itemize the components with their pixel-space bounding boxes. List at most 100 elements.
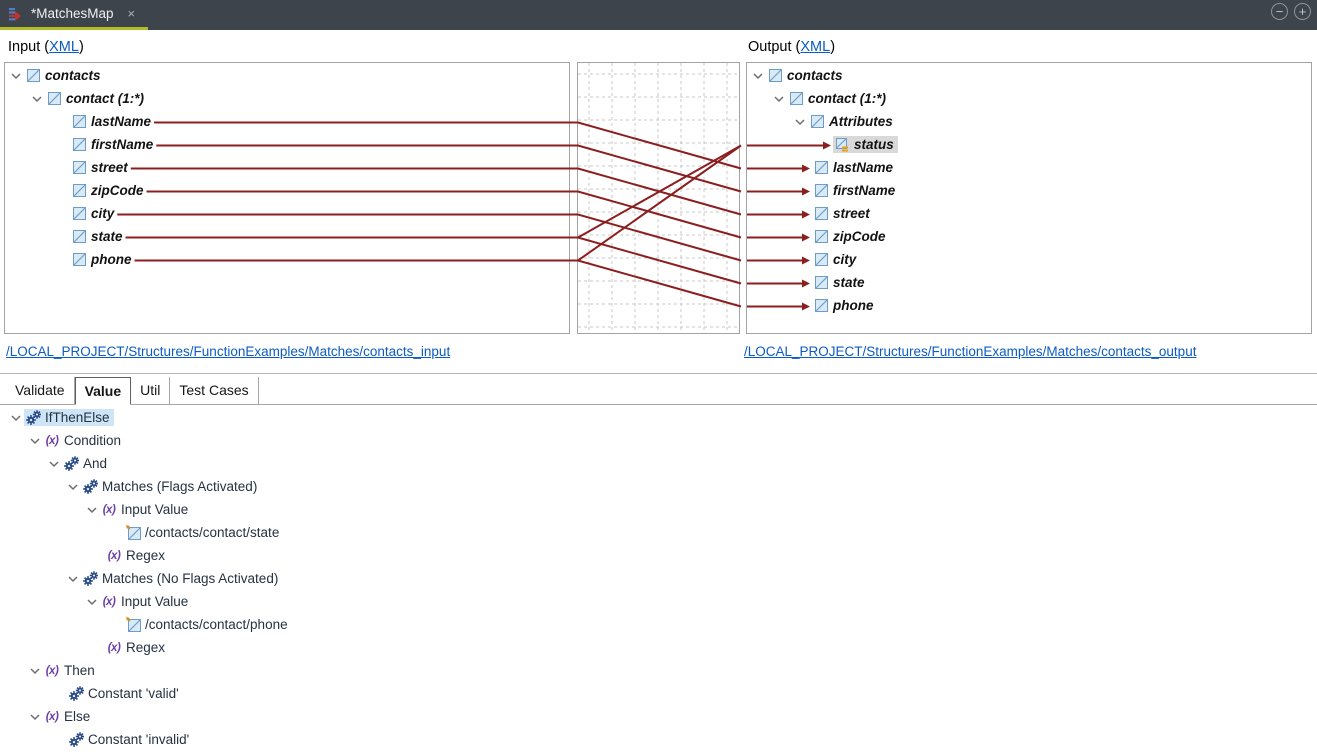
tree-row-content: contact (1:*) [45, 90, 148, 107]
fx-icon: (x) [102, 595, 116, 608]
xml-element-icon-svg [72, 207, 86, 220]
chevron-down-icon[interactable] [8, 72, 24, 80]
function-gears-icon [82, 479, 98, 494]
input-tree-item-city[interactable]: city [5, 202, 157, 225]
xml-element-icon [813, 275, 829, 290]
chevron-down-icon[interactable] [750, 72, 766, 80]
fx-icon: (x) [102, 503, 116, 516]
function-gears-icon [25, 410, 41, 425]
xml-element-icon [71, 160, 87, 175]
output-tree-item-status[interactable]: status [747, 133, 899, 156]
output-tree-item-phone[interactable]: phone [747, 294, 899, 317]
chevron-down-icon[interactable] [8, 414, 24, 422]
input-tree-item-state[interactable]: state [5, 225, 157, 248]
tree-item-label: /contacts/contact/state [145, 525, 280, 540]
function-tree-item-and[interactable]: And [4, 452, 292, 475]
tree-item-label: contacts [787, 68, 843, 83]
input-xml-link[interactable]: XML [49, 39, 79, 55]
tree-item-label: Matches (Flags Activated) [102, 479, 258, 494]
function-tree-item-condition[interactable]: (x)Condition [4, 429, 292, 452]
chevron-down-icon[interactable] [65, 483, 81, 491]
zoom-in-button[interactable]: + [1294, 3, 1311, 20]
output-tree-item-lastname[interactable]: lastName [747, 156, 899, 179]
xml-element-icon [813, 298, 829, 313]
function-tree-item-contacts-contact-phone[interactable]: /contacts/contact/phone [4, 613, 292, 636]
xml-element-icon [71, 114, 87, 129]
document-tab-matchesmap[interactable]: *MatchesMap × [0, 0, 148, 27]
tree-item-label: city [833, 252, 857, 267]
chevron-down-icon[interactable] [792, 118, 808, 126]
output-tree-item-firstname[interactable]: firstName [747, 179, 899, 202]
tree-item-label: phone [91, 252, 132, 267]
tree-item-label: Input Value [121, 502, 189, 517]
input-tree-item-contact-1[interactable]: contact (1:*) [5, 87, 157, 110]
xml-element-icon [813, 229, 829, 244]
input-tree-item-contacts[interactable]: contacts [5, 64, 157, 87]
output-tree-item-contacts[interactable]: contacts [747, 64, 899, 87]
output-xml-link[interactable]: XML [800, 39, 831, 55]
chevron-down-icon[interactable] [27, 667, 43, 675]
tree-row-content: firstName [812, 182, 899, 199]
chevron-down-icon[interactable] [46, 460, 62, 468]
chevron-down-icon[interactable] [65, 575, 81, 583]
function-tree-item-else[interactable]: (x)Else [4, 705, 292, 728]
tree-row-content: phone [70, 251, 136, 268]
output-tree-item-state[interactable]: state [747, 271, 899, 294]
output-structure-link[interactable]: /LOCAL_PROJECT/Structures/FunctionExampl… [744, 344, 1197, 359]
function-tree-item-input-value[interactable]: (x)Input Value [4, 590, 292, 613]
function-tree-item-constant-valid[interactable]: Constant 'valid' [4, 682, 292, 705]
tree-row-content: And [62, 455, 111, 472]
input-tree-item-phone[interactable]: phone [5, 248, 157, 271]
xml-element-icon-svg [72, 230, 86, 243]
input-structure-link[interactable]: /LOCAL_PROJECT/Structures/FunctionExampl… [6, 344, 451, 359]
input-tree-item-lastname[interactable]: lastName [5, 110, 157, 133]
output-header: Output (XML) [748, 39, 836, 55]
output-tree-item-city[interactable]: city [747, 248, 899, 271]
function-tree-item-constant-invalid[interactable]: Constant 'invalid' [4, 728, 292, 751]
output-tree-item-contact-1[interactable]: contact (1:*) [747, 87, 899, 110]
function-tree-item-input-value[interactable]: (x) Input Value [4, 498, 292, 521]
function-tree-item-regex[interactable]: (x)Regex [4, 544, 292, 567]
input-tree-item-street[interactable]: street [5, 156, 157, 179]
zoom-out-button[interactable]: − [1271, 3, 1288, 20]
tab-value[interactable]: Value [74, 377, 132, 405]
tree-item-label: And [83, 456, 108, 471]
function-tree-item-then[interactable]: (x)Then [4, 659, 292, 682]
tree-row-content: Constant 'valid' [67, 685, 183, 702]
chevron-down-icon[interactable] [27, 437, 43, 445]
tree-row-content: state [812, 274, 869, 291]
output-tree-item-street[interactable]: street [747, 202, 899, 225]
tree-row-content: Constant 'invalid' [67, 731, 193, 748]
xml-element-icon [813, 252, 829, 267]
tree-item-label: /contacts/contact/phone [145, 617, 288, 632]
chevron-down-icon[interactable] [27, 713, 43, 721]
fx-icon: (x) [107, 549, 121, 562]
input-tree-item-firstname[interactable]: firstName [5, 133, 157, 156]
function-tree-item-contacts-contact-state[interactable]: /contacts/contact/state [4, 521, 292, 544]
function-tree-item-matches-flags-activated[interactable]: Matches (Flags Activated) [4, 475, 292, 498]
function-tree-item-matches-no-flags-activated[interactable]: Matches (No Flags Activated) [4, 567, 292, 590]
tree-item-label: street [91, 160, 128, 175]
output-tree-item-zipcode[interactable]: zipCode [747, 225, 899, 248]
chevron-down-icon[interactable] [29, 95, 45, 103]
function-tree-item-regex[interactable]: (x)Regex [4, 636, 292, 659]
chevron-down-icon[interactable] [84, 598, 100, 606]
xml-element-icon-svg [72, 138, 86, 151]
tree-row-content: phone [812, 297, 878, 314]
tree-item-label: Attributes [829, 114, 893, 129]
tree-row-content: (x)Condition [43, 432, 125, 449]
tree-item-label: state [833, 275, 865, 290]
chevron-down-icon[interactable] [84, 506, 100, 514]
tree-row-content: (x)Input Value [100, 593, 192, 610]
xml-attribute-icon [834, 137, 850, 152]
input-tree-item-zipcode[interactable]: zipCode [5, 179, 157, 202]
function-tree-item-ifthenelse[interactable]: IfThenElse [4, 406, 292, 429]
tab-util[interactable]: Util [131, 377, 171, 404]
tree-item-label: city [91, 206, 115, 221]
tab-validate[interactable]: Validate [6, 377, 75, 404]
close-tab-icon[interactable]: × [127, 6, 136, 21]
tab-test-cases[interactable]: Test Cases [170, 377, 259, 404]
output-tree-item-attributes[interactable]: Attributes [747, 110, 899, 133]
chevron-down-icon[interactable] [771, 95, 787, 103]
